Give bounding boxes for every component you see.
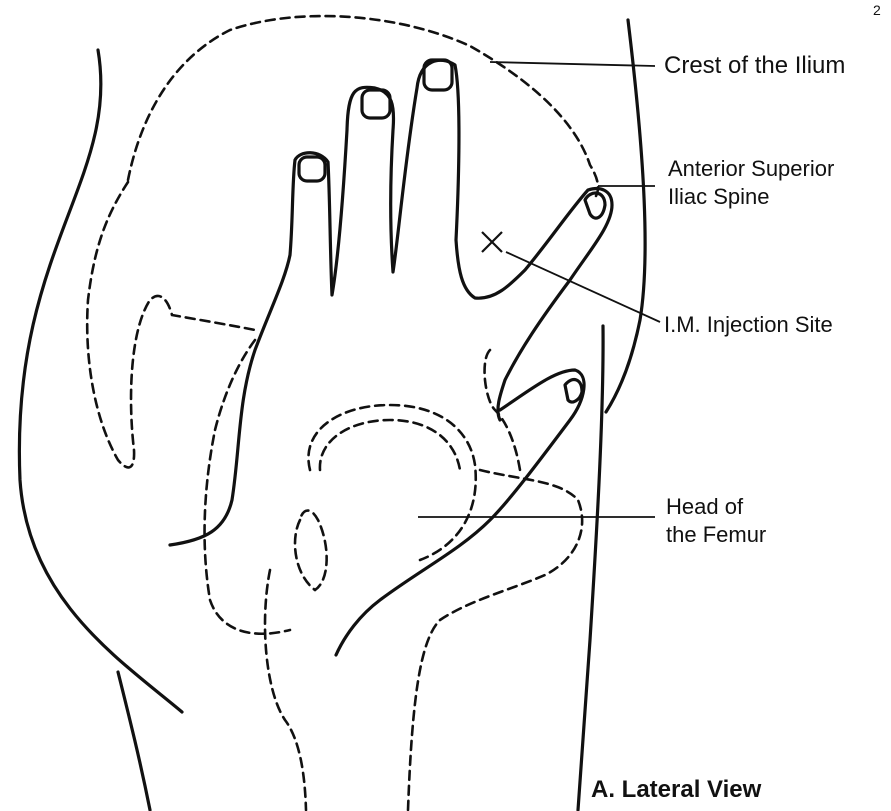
acetabulum-outline [295,511,327,590]
anterior-superior-label-line1: Anterior Superior [668,156,834,182]
crest-leader-line [490,62,655,66]
buttock-contour [19,50,182,712]
thigh-front-contour [606,20,645,412]
anterior-superior-label-line2: Iliac Spine [668,184,770,210]
crest-of-ilium-label: Crest of the Ilium [664,52,845,80]
femur-head-inner [320,420,460,470]
finger-nail-1 [299,157,325,181]
page-number: 2 [873,2,881,19]
hand-outline [170,60,612,545]
femur-head-label-line1: Head of [666,494,743,520]
view-caption: A. Lateral View [591,776,761,804]
femur-shaft-left [265,570,306,810]
lower-leg-contour-left [118,672,150,810]
ilium-wing-outline [87,182,255,467]
injection-site-marker [482,232,502,252]
femur-head-label-line2: the Femur [666,522,766,548]
injection-site-label: I.M. Injection Site [664,312,833,338]
thumb-outline [336,370,584,655]
femur-head-outline [308,405,475,560]
thumb-nail [565,380,582,402]
femur-shaft-right [408,470,582,810]
